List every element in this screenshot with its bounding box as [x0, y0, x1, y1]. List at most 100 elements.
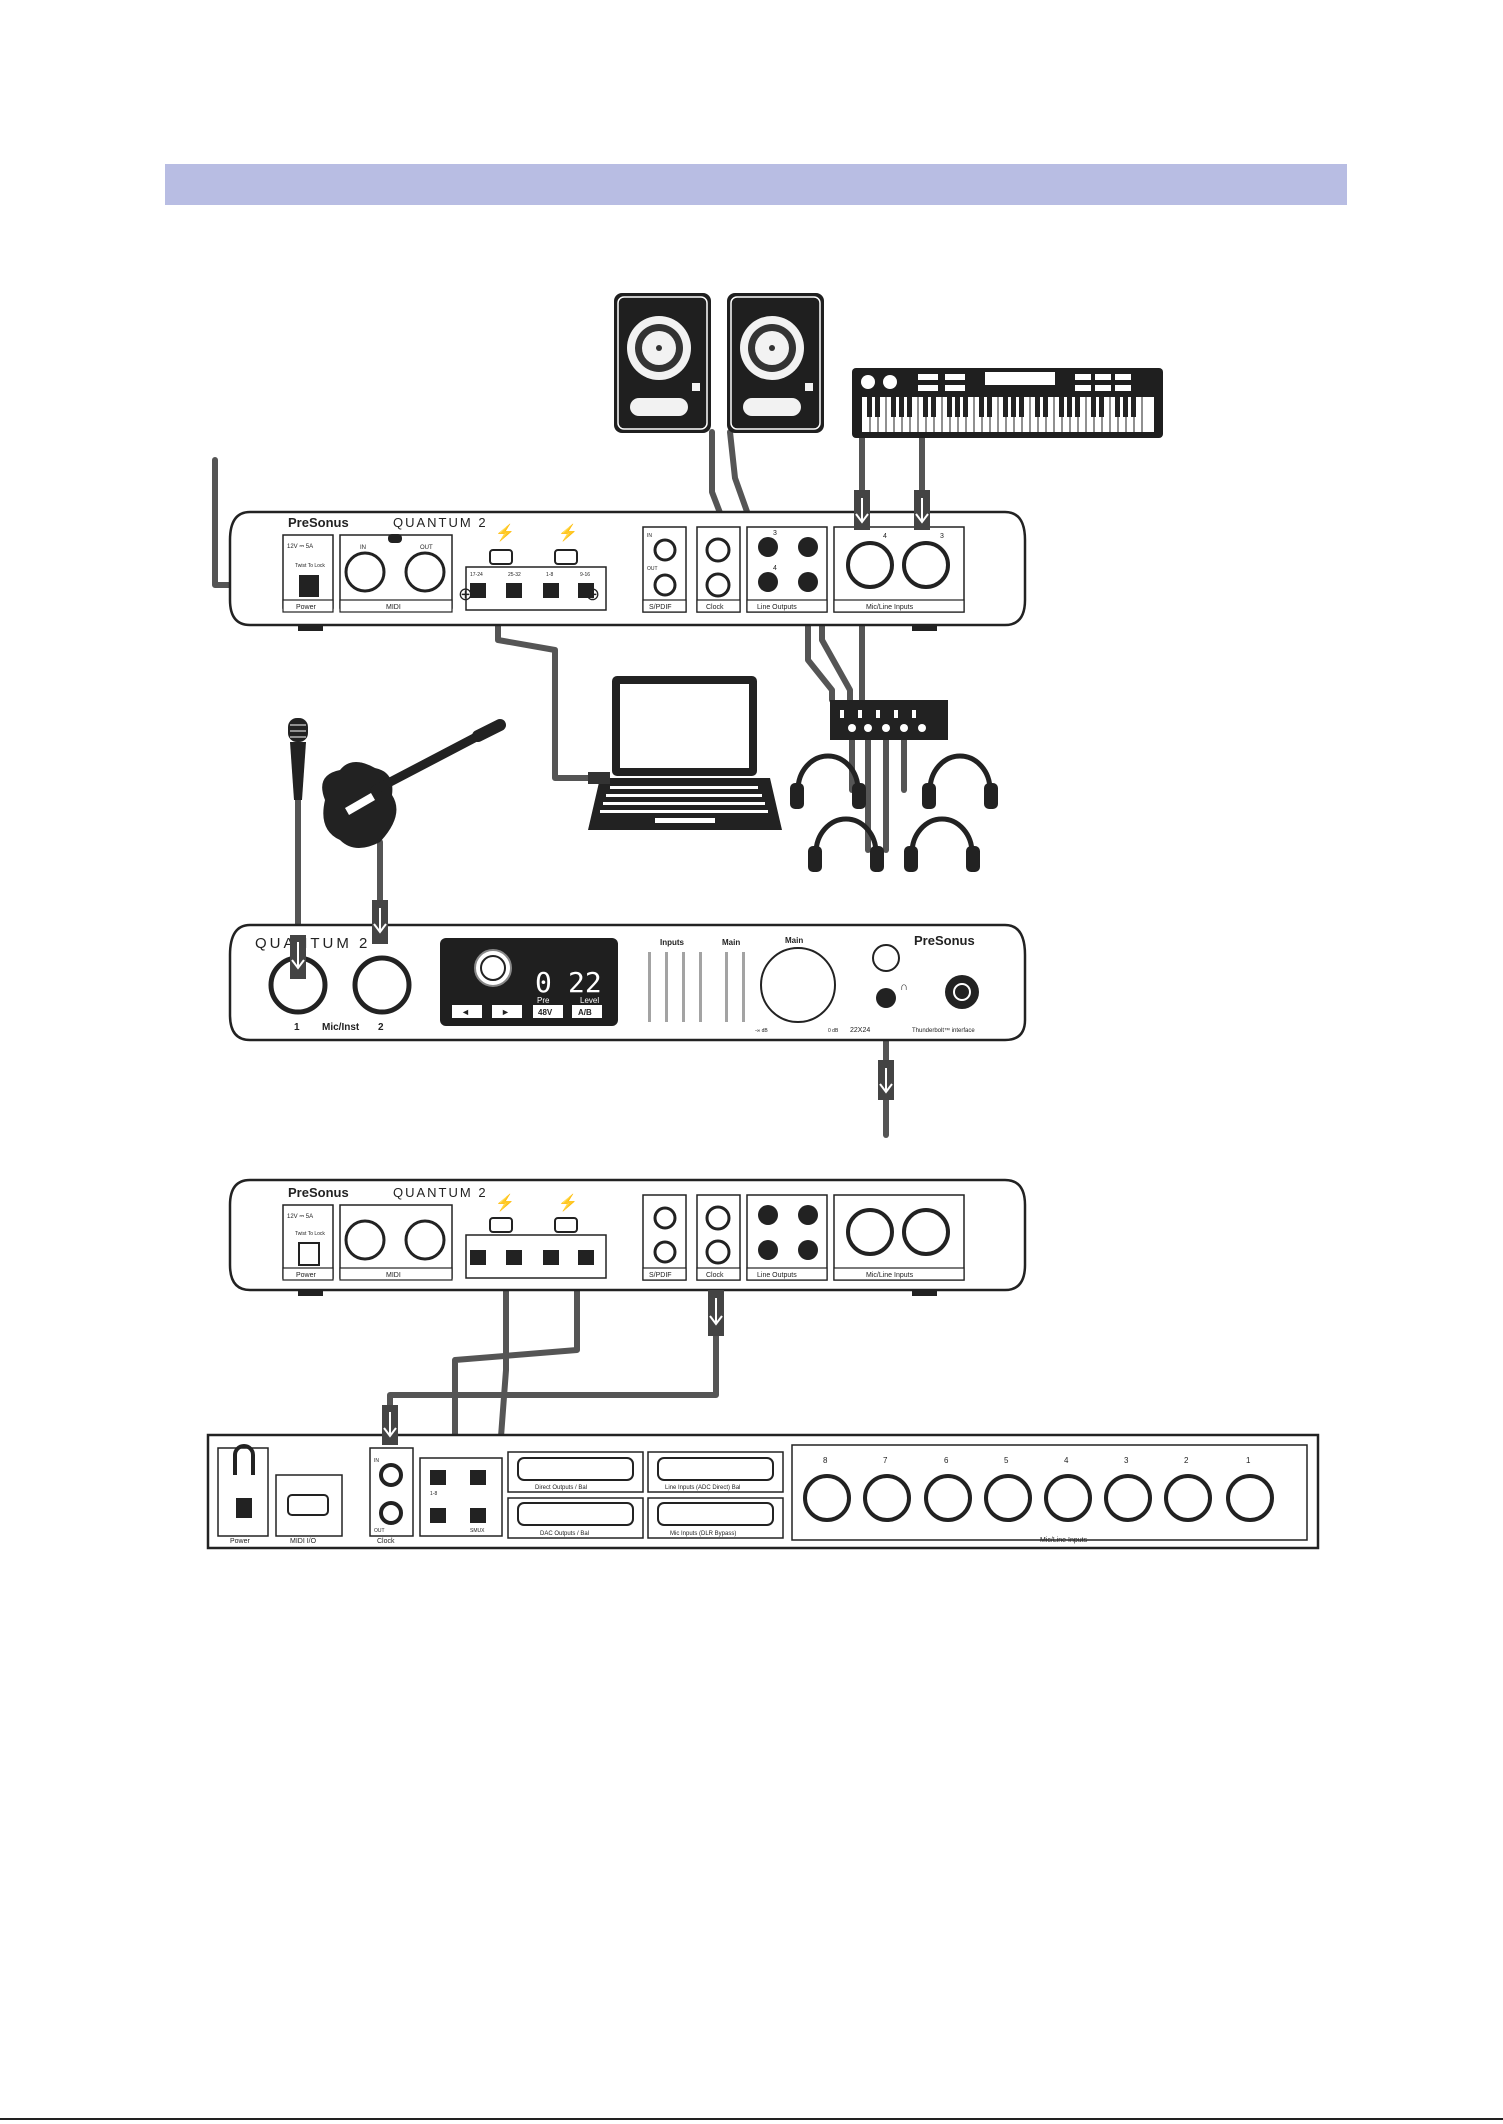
- adat-label-2: 25-32: [508, 572, 521, 578]
- xlr-num-1: 1: [1246, 1456, 1251, 1465]
- xlr-input-2: [1164, 1474, 1212, 1522]
- adat-port-5: [470, 1250, 486, 1265]
- model-label-front: QUANTUM 2: [255, 935, 370, 952]
- preamp-smux-label: SMUX: [470, 1528, 485, 1534]
- model-label-bottom: QUANTUM 2: [393, 1185, 488, 1200]
- mic-line-in-4-combo: [846, 541, 894, 589]
- brand-logo-bottom: PreSonus: [288, 1185, 349, 1200]
- mic-line-inputs-label-bottom: Mic/Line Inputs: [866, 1272, 914, 1279]
- adat-port-8: [578, 1250, 594, 1265]
- spdif-out-label-top: OUT: [647, 566, 658, 572]
- power-button[interactable]: [945, 975, 979, 1009]
- xlr-input-4: [1044, 1474, 1092, 1522]
- prev-button[interactable]: [452, 1005, 482, 1018]
- quantum2-rear-panel-bottom: PreSonus QUANTUM 2 12V ⎓ 5A Twist To Loc…: [228, 1178, 1027, 1296]
- preamp-clock-in-label: IN: [374, 1458, 379, 1464]
- xlr-num-4: 4: [1064, 1456, 1069, 1465]
- spdif-out-port-bottom: [653, 1240, 677, 1264]
- midi-keyboard: [852, 368, 1163, 438]
- line-out-3-label: 3: [773, 530, 777, 537]
- word-clock-cable: [387, 1307, 719, 1453]
- line-out-3-jack: [758, 537, 778, 557]
- main-volume-knob[interactable]: [760, 947, 836, 1023]
- preamp-opt-label-1: 1-8: [430, 1491, 437, 1497]
- preamp-clock-in: [379, 1463, 403, 1487]
- xlr-num-8: 8: [823, 1456, 828, 1465]
- inputs-meter-label: Inputs: [660, 938, 685, 947]
- adat-port-3: [543, 583, 559, 598]
- thunderbolt-icon-3: ⚡: [495, 1193, 515, 1212]
- xlr-input-1: [1226, 1474, 1274, 1522]
- display-pre-value: 0: [535, 966, 552, 999]
- spdif-label-top: S/PDIF: [649, 604, 672, 611]
- twist-lock-top: Twist To Lock: [295, 563, 325, 569]
- xlr-num-7: 7: [883, 1456, 888, 1465]
- main-knob-label: Main: [785, 936, 803, 945]
- line-outputs-label-bottom: Line Outputs: [757, 1272, 797, 1279]
- headphone-level-knob[interactable]: [872, 944, 900, 972]
- direct-outputs-dsub: [517, 1457, 634, 1481]
- headphone-amplifier: [830, 700, 948, 740]
- headphones-4: [904, 816, 980, 872]
- power-jack-bottom: [298, 1242, 320, 1266]
- model-label-top: QUANTUM 2: [393, 515, 488, 530]
- brand-logo-front: PreSonus: [914, 933, 975, 948]
- line-out-4-jack: [758, 572, 778, 592]
- preamp-clock-label: Clock: [377, 1538, 395, 1545]
- pre-label: Pre: [537, 996, 550, 1005]
- preamp-mic-line-inputs-label: Mic/Line Inputs: [1040, 1537, 1088, 1544]
- xlr-input-3: [1104, 1474, 1152, 1522]
- ab-button[interactable]: [572, 1005, 602, 1018]
- clock-out-port-bottom: [705, 1239, 731, 1265]
- midi-out-port-top: [404, 551, 446, 593]
- line-out-4-label: 4: [773, 565, 777, 572]
- xlr-input-8: [803, 1474, 851, 1522]
- midi-in-label-top: IN: [360, 545, 366, 551]
- power-label-top: Power: [296, 604, 317, 611]
- preamp-opt-port-3: [430, 1508, 446, 1523]
- mic-line-in-3-combo: [902, 541, 950, 589]
- xlr-num-2: 2: [1184, 1456, 1189, 1465]
- xlr-input-5: [984, 1474, 1032, 1522]
- midi-out-label-top: OUT: [420, 545, 433, 551]
- line-out-2-jack: [798, 572, 818, 592]
- xlr-num-5: 5: [1004, 1456, 1009, 1465]
- line-inputs-label: Line Inputs (ADC Direct) Bal: [665, 1485, 740, 1491]
- midi-label-top: MIDI: [386, 604, 401, 611]
- main-knob-min: -∞ dB: [755, 1028, 768, 1034]
- spdif-in-port-bottom: [653, 1206, 677, 1230]
- laptop-computer: [588, 676, 782, 830]
- input-1-label: 1: [294, 1022, 300, 1033]
- adat-label-1: 17-24: [470, 572, 483, 578]
- power-spec-top: 12V ⎓ 5A: [287, 544, 313, 550]
- xlr-input-7: [863, 1474, 911, 1522]
- thunderbolt-port-4: [554, 1217, 578, 1233]
- preamp-clock-out-label: OUT: [374, 1528, 385, 1534]
- studio-monitor-left: [614, 293, 711, 433]
- line-outputs-label-top: Line Outputs: [757, 604, 797, 611]
- input-2-label: 2: [378, 1022, 384, 1033]
- power-spec-bottom: 12V ⎓ 5A: [287, 1214, 313, 1220]
- mic-line-4-label: 4: [883, 533, 887, 540]
- spdif-out-port-top: [653, 573, 677, 597]
- phantom-48v-button[interactable]: [533, 1005, 563, 1018]
- spdif-label-bottom: S/PDIF: [649, 1272, 672, 1279]
- twist-lock-bottom: Twist To Lock: [295, 1231, 325, 1237]
- prev-button-label: ◄: [461, 1007, 470, 1017]
- spdif-in-label-top: IN: [647, 533, 652, 539]
- spec-label: 22X24: [850, 1027, 870, 1034]
- direct-outputs-label: Direct Outputs / Bal: [535, 1485, 587, 1491]
- clock-out-port-top: [705, 572, 731, 598]
- preamp-opt-port-2: [470, 1470, 486, 1485]
- footer-rule: [0, 2118, 1503, 2120]
- next-button-label: ►: [501, 1007, 510, 1017]
- midi-out-port-bottom: [404, 1219, 446, 1261]
- xlr-inputs: [803, 1474, 1274, 1522]
- brand-logo-top: PreSonus: [288, 515, 349, 530]
- power-jack-top: [299, 575, 319, 597]
- next-button[interactable]: [492, 1005, 522, 1018]
- midi-label-bottom: MIDI: [386, 1272, 401, 1279]
- preamp-midi-io-label: MIDI I/O: [290, 1538, 317, 1545]
- mic-line-3-label: 3: [940, 533, 944, 540]
- adat-port-4: [578, 583, 594, 598]
